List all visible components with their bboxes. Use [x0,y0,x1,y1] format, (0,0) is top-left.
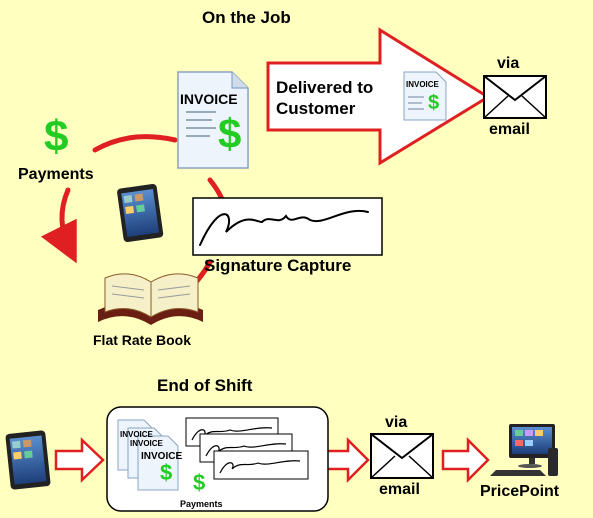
bundle-invoices-icon [117,419,179,491]
flow-arc-payments-down [40,187,77,264]
email-label: email [489,121,530,138]
signature-scribble-icon [199,209,369,246]
invoice-heading: INVOICE [180,91,238,107]
small-invoice-heading: INVOICE [406,80,439,89]
bundle-payments-label: Payments [180,499,223,509]
payments-label: Payments [18,166,94,183]
via-label: via [497,55,520,72]
bottom-via-label: via [385,414,408,431]
bundle-signatures-icon [185,417,309,480]
bottom-email-label: email [379,481,420,498]
tablet-icon [117,183,164,242]
invoice-document-icon [177,71,249,169]
computer-icon [490,424,558,476]
bottom-arrow-3 [441,436,490,484]
bottom-arrow-2 [321,436,370,484]
bottom-envelope-icon [370,433,434,479]
bundle-payments-dollar-icon: $ [193,470,206,495]
end-of-shift-title: End of Shift [157,376,253,395]
flow-arc-invoice [92,134,178,153]
invoice-dollar-icon: $ [218,110,242,157]
flat-rate-book-icon [98,273,203,325]
delivered-label: Delivered to Customer [276,78,374,118]
small-invoice-icon [403,71,447,121]
flat-rate-book-label: Flat Rate Book [93,332,192,348]
on-the-job-title: On the Job [202,8,291,27]
signature-capture-label: Signature Capture [204,256,352,275]
bundle-invoice-heading-2: INVOICE [130,439,163,448]
bottom-arrow-1 [54,437,105,483]
signature-box [192,197,383,256]
pricepoint-label: PricePoint [480,483,560,500]
envelope-icon [483,75,547,119]
bundle-invoice-heading-1: INVOICE [120,430,153,439]
small-invoice-dollar-icon: $ [428,92,440,114]
delivered-arrow [266,27,491,166]
bundle-invoice-dollar-icon: $ [160,460,173,485]
bundle-invoice-heading-3: INVOICE [141,451,183,462]
payments-dollar-icon: $ [44,112,69,161]
bottom-tablet-icon [5,430,51,490]
